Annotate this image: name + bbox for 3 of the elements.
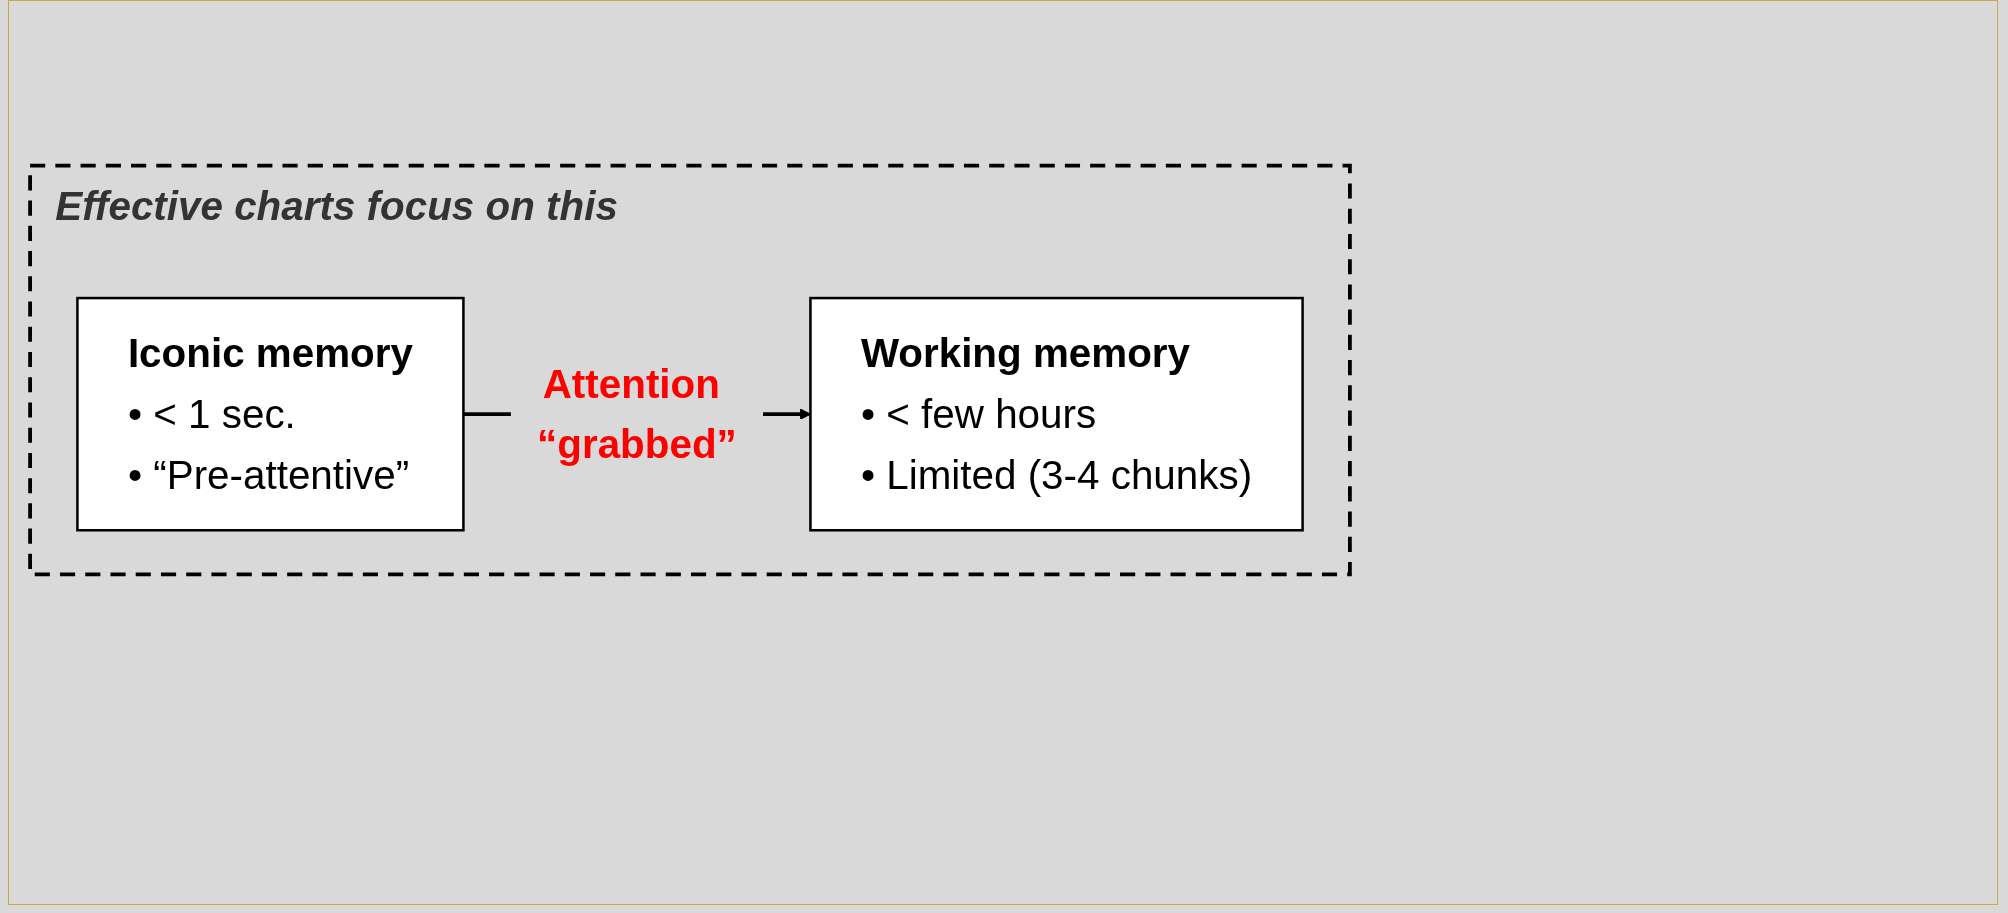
node-box: Working memory • < few hours • Limited (3-4 chunks) <box>809 296 1304 532</box>
edge-label: Attention “grabbed” <box>537 361 737 468</box>
node-box: Iconic memory • < 1 sec. • “Pre-attentive” <box>76 296 465 532</box>
